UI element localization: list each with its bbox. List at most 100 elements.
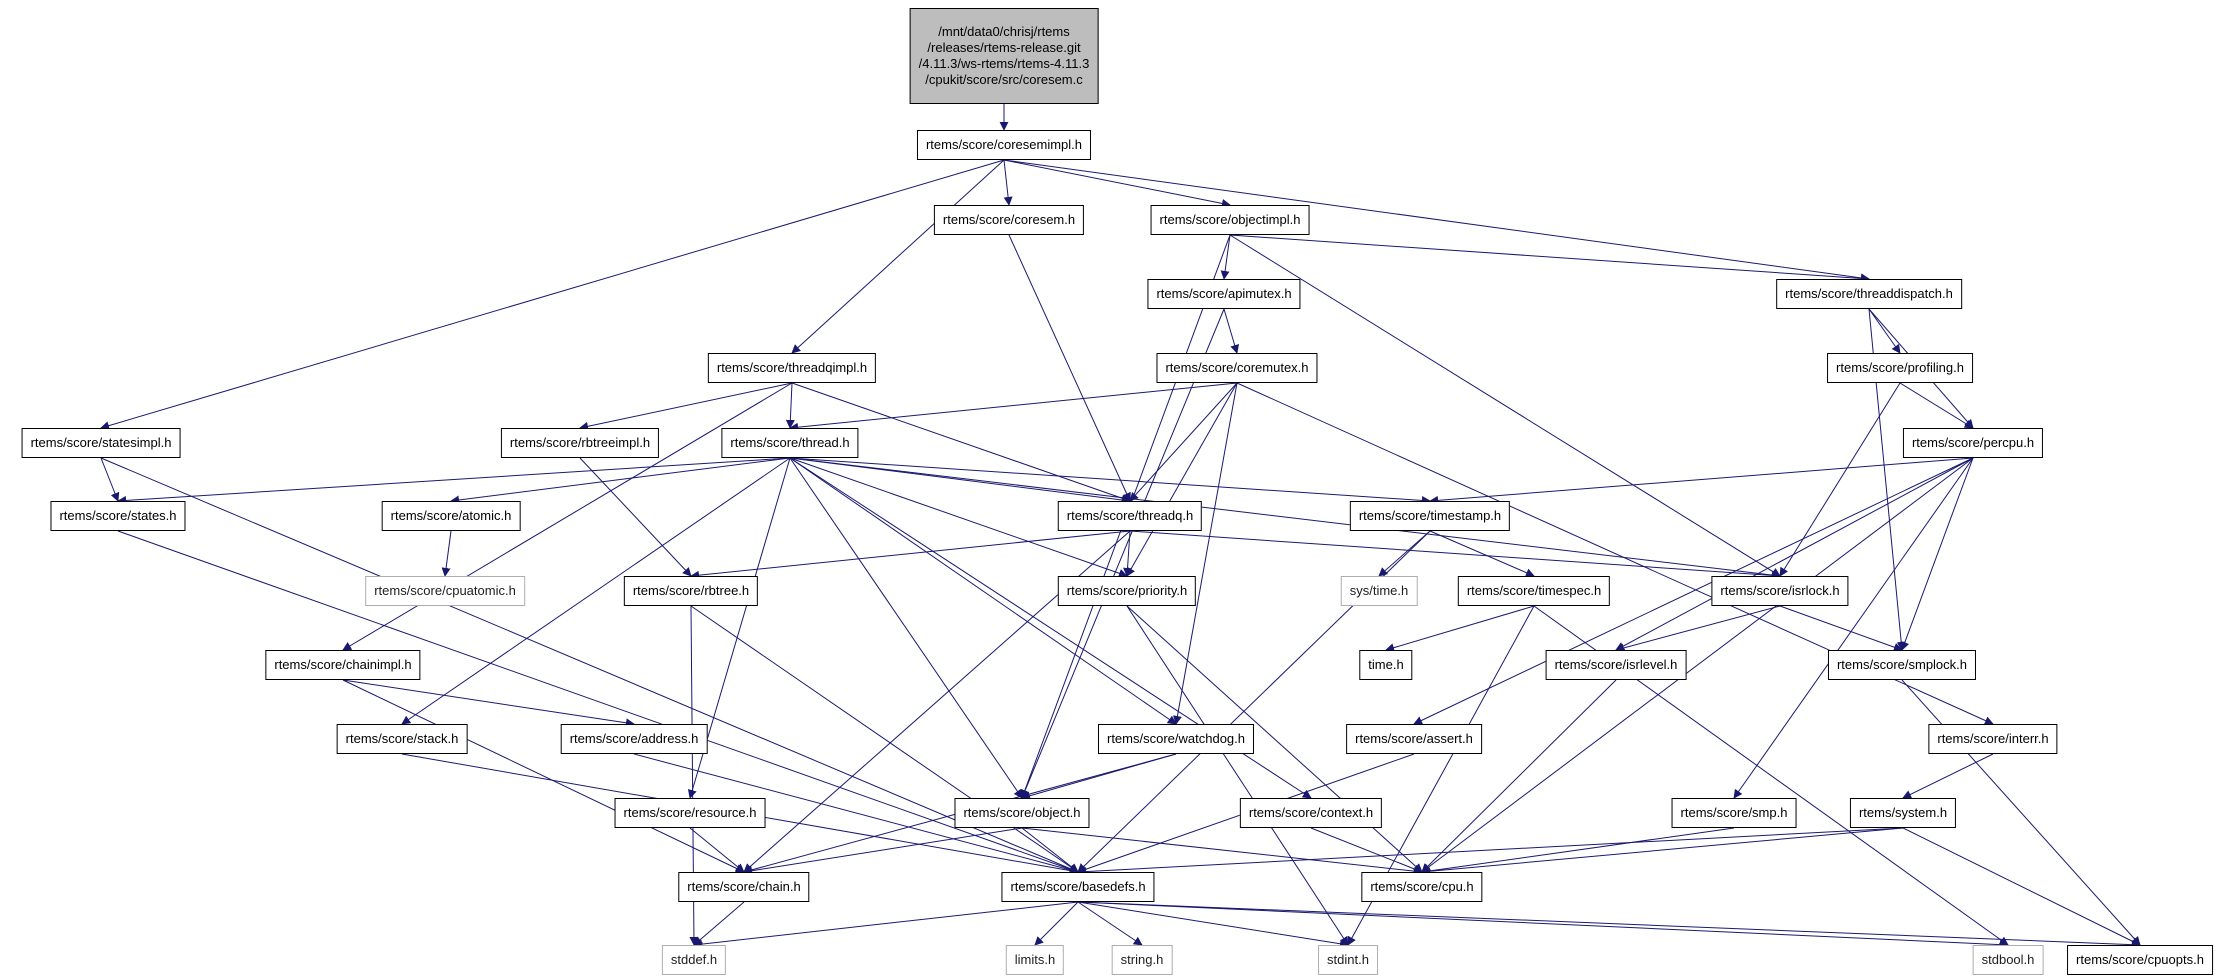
include-edge-system-cpuopts [1902, 827, 2141, 946]
graph-node-label: rtems/score/stack.h [345, 731, 459, 746]
graph-node-smp[interactable]: rtems/score/smp.h [1671, 798, 1797, 828]
include-edge-object-cpu [1021, 827, 1423, 876]
graph-node-label: rtems/score/timespec.h [1466, 583, 1602, 598]
include-edge-basedefs-cpuopts [1077, 901, 2141, 950]
include-edge-rbtree-basedefs [690, 605, 1079, 873]
graph-node-timestamp[interactable]: rtems/score/timestamp.h [1349, 501, 1511, 531]
graph-node-stddef: stddef.h [661, 945, 727, 975]
include-edge-timespec-time [1385, 605, 1535, 653]
graph-node-string: string.h [1111, 945, 1173, 975]
graph-node-label: limits.h [1014, 952, 1056, 967]
graph-node-states[interactable]: rtems/score/states.h [50, 501, 186, 531]
graph-node-rbtree[interactable]: rtems/score/rbtree.h [623, 576, 759, 606]
include-edge-timestamp-timespec [1429, 530, 1535, 577]
graph-node-label: rtems/score/interr.h [1937, 731, 2049, 746]
graph-node-coremutex[interactable]: rtems/score/coremutex.h [1156, 353, 1318, 383]
graph-node-smplock[interactable]: rtems/score/smplock.h [1827, 650, 1977, 680]
graph-node-label: rtems/score/coremutex.h [1165, 360, 1309, 375]
include-edge-coresemimpl-coresem [1003, 159, 1013, 206]
include-edge-chain-stddef [693, 901, 745, 946]
graph-node-address[interactable]: rtems/score/address.h [560, 724, 708, 754]
graph-node-coresem[interactable]: rtems/score/coresem.h [933, 205, 1085, 235]
graph-node-thread[interactable]: rtems/score/thread.h [721, 428, 859, 458]
graph-node-label: rtems/score/cpuopts.h [2076, 952, 2204, 967]
graph-node-timespec[interactable]: rtems/score/timespec.h [1457, 576, 1611, 606]
include-edge-threadq-rbtree [690, 530, 1131, 580]
graph-node-percpu[interactable]: rtems/score/percpu.h [1902, 428, 2044, 458]
graph-node-interr[interactable]: rtems/score/interr.h [1928, 724, 2058, 754]
graph-node-priority[interactable]: rtems/score/priority.h [1057, 576, 1197, 606]
include-edge-percpu-isrlevel [1615, 457, 1974, 651]
graph-node-watchdog[interactable]: rtems/score/watchdog.h [1097, 724, 1255, 754]
include-edge-system-basedefs [1077, 827, 1904, 877]
graph-node-label: rtems/score/atomic.h [390, 508, 512, 523]
graph-node-coresemimpl[interactable]: rtems/score/coresemimpl.h [916, 130, 1092, 160]
graph-node-label: rtems/score/cpuatomic.h [374, 583, 516, 598]
graph-node-threaddispatch[interactable]: rtems/score/threaddispatch.h [1776, 279, 1962, 309]
include-edge-coremutex-watchdog [1172, 382, 1238, 725]
graph-node-limits: limits.h [1005, 945, 1065, 975]
graph-node-stack[interactable]: rtems/score/stack.h [336, 724, 468, 754]
graph-node-system[interactable]: rtems/system.h [1849, 798, 1957, 828]
graph-node-isrlock[interactable]: rtems/score/isrlock.h [1711, 576, 1849, 606]
include-edge-basedefs-stdint [1077, 901, 1349, 949]
include-edge-states-basedefs [117, 530, 1079, 874]
graph-node-resource[interactable]: rtems/score/resource.h [614, 798, 766, 828]
graph-node-statesimpl[interactable]: rtems/score/statesimpl.h [21, 428, 181, 458]
graph-node-label: rtems/score/statesimpl.h [30, 435, 172, 450]
graph-node-label: rtems/score/watchdog.h [1106, 731, 1246, 746]
graph-node-context[interactable]: rtems/score/context.h [1239, 798, 1383, 828]
include-edge-objectimpl-threaddispatch [1229, 234, 1870, 283]
include-edge-address-basedefs [633, 753, 1079, 875]
graph-node-label: rtems/score/cpu.h [1370, 879, 1474, 894]
graph-node-cpuatomic: rtems/score/cpuatomic.h [365, 576, 525, 606]
graph-node-label: stdint.h [1327, 952, 1369, 967]
graph-node-cpuopts[interactable]: rtems/score/cpuopts.h [2067, 945, 2213, 975]
include-edge-context-cpu [1310, 827, 1423, 874]
graph-node-cpu[interactable]: rtems/score/cpu.h [1361, 872, 1483, 902]
graph-node-threadqimpl[interactable]: rtems/score/threadqimpl.h [707, 353, 877, 383]
include-edge-thread-watchdog [789, 457, 1177, 725]
graph-node-label: rtems/score/threadq.h [1066, 508, 1194, 523]
graph-node-time[interactable]: time.h [1359, 650, 1413, 680]
graph-node-objectimpl[interactable]: rtems/score/objectimpl.h [1150, 205, 1310, 235]
graph-node-rbtreeimpl[interactable]: rtems/score/rbtreeimpl.h [500, 428, 660, 458]
include-edge-coremutex-thread [789, 382, 1238, 432]
graph-node-apimutex[interactable]: rtems/score/apimutex.h [1147, 279, 1301, 309]
graph-node-label: rtems/score/isrlock.h [1720, 583, 1840, 598]
graph-node-label: rtems/score/smplock.h [1836, 657, 1968, 672]
include-edge-interr-system [1902, 753, 1994, 799]
include-edge-atomic-cpuatomic [441, 530, 452, 577]
graph-node-label: rtems/score/percpu.h [1911, 435, 2035, 450]
include-edge-statesimpl-states [100, 457, 120, 502]
graph-node-assert[interactable]: rtems/score/assert.h [1346, 724, 1482, 754]
graph-node-label: rtems/score/timestamp.h [1358, 508, 1502, 523]
include-edge-statesimpl-basedefs [100, 457, 1079, 873]
include-edge-coresemimpl-objectimpl [1003, 159, 1231, 208]
graph-node-stdbool: stdbool.h [1972, 945, 2044, 975]
include-edge-priority-stdint [1126, 605, 1349, 946]
graph-node-basedefs[interactable]: rtems/score/basedefs.h [1001, 872, 1155, 902]
include-edge-object-chain [743, 827, 1023, 876]
graph-node-profiling[interactable]: rtems/score/profiling.h [1827, 353, 1973, 383]
include-edge-thread-stack [401, 457, 791, 725]
graph-node-object[interactable]: rtems/score/object.h [954, 798, 1090, 828]
include-edge-smp-cpu [1421, 827, 1735, 876]
graph-node-label: rtems/score/rbtreeimpl.h [509, 435, 651, 450]
graph-node-isrlevel[interactable]: rtems/score/isrlevel.h [1545, 650, 1687, 680]
include-edge-thread-threadq [789, 457, 1131, 505]
graph-node-label: rtems/score/threaddispatch.h [1785, 286, 1953, 301]
graph-node-atomic[interactable]: rtems/score/atomic.h [381, 501, 521, 531]
graph-node-threadq[interactable]: rtems/score/threadq.h [1057, 501, 1203, 531]
include-edge-thread-isrlock [789, 457, 1781, 580]
include-edge-objectimpl-apimutex [1220, 234, 1231, 280]
graph-node-label: rtems/score/assert.h [1355, 731, 1473, 746]
include-edge-coremutex-threadq [1129, 382, 1238, 502]
include-edge-system-cpu [1421, 827, 1904, 876]
graph-node-label: rtems/score/resource.h [623, 805, 757, 820]
graph-node-chainimpl[interactable]: rtems/score/chainimpl.h [265, 650, 421, 680]
graph-node-chain[interactable]: rtems/score/chain.h [678, 872, 810, 902]
graph-node-label: rtems/score/basedefs.h [1010, 879, 1146, 894]
include-edge-coresemimpl-threadqimpl [791, 159, 1005, 354]
